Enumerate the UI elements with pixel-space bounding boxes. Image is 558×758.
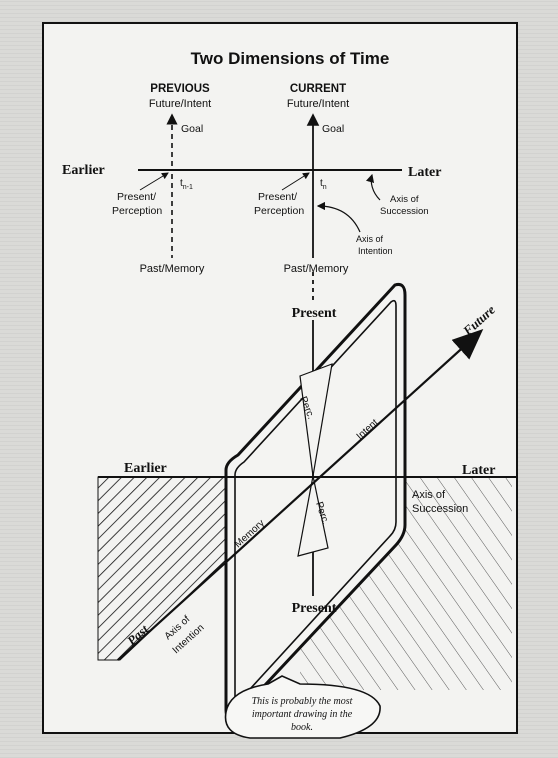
present-top-label: Present bbox=[292, 306, 337, 321]
upper-axis-intention-line2: Intention bbox=[358, 246, 393, 256]
previous-past-label: Past/Memory bbox=[140, 263, 205, 275]
current-future-label: Future/Intent bbox=[287, 98, 349, 110]
present-bottom-label: Present bbox=[292, 601, 337, 616]
upper-intention-pointer bbox=[316, 201, 361, 233]
previous-t-label: tn-1 bbox=[180, 178, 193, 191]
upper-later-label: Later bbox=[408, 165, 441, 180]
lower-axis-succession-line2: Succession bbox=[412, 503, 468, 515]
intention-axis-arrow bbox=[117, 329, 484, 661]
upper-axis-succession-line1: Axis of bbox=[390, 194, 419, 205]
note-line2: important drawing in the bbox=[252, 709, 353, 720]
current-header: CURRENT bbox=[290, 83, 346, 95]
note-bubble bbox=[224, 675, 381, 739]
current-goal-label: Goal bbox=[322, 123, 344, 135]
note-line3: book. bbox=[291, 722, 313, 733]
previous-perception-label: Perception bbox=[112, 205, 162, 217]
perception-cone-lower bbox=[297, 475, 329, 557]
upper-succession-pointer bbox=[365, 173, 381, 201]
present-plane-inner bbox=[234, 299, 397, 703]
previous-future-label: Future/Intent bbox=[149, 98, 211, 110]
previous-present-pointer bbox=[139, 172, 169, 191]
current-present-pointer bbox=[281, 172, 310, 191]
lower-earlier-label: Earlier bbox=[124, 461, 167, 476]
upper-axis-intention-line1: Axis of bbox=[356, 234, 384, 244]
perception-cone-upper bbox=[299, 363, 333, 477]
note-line1: This is probably the most bbox=[252, 696, 353, 707]
previous-goal-label: Goal bbox=[181, 123, 203, 135]
current-t-label: tn bbox=[320, 178, 327, 191]
current-present-label: Present/ bbox=[258, 191, 297, 203]
lower-later-label: Later bbox=[462, 463, 495, 478]
figure-title: Two Dimensions of Time bbox=[191, 49, 390, 68]
previous-present-label: Present/ bbox=[117, 191, 156, 203]
upper-axis-succession-line2: Succession bbox=[380, 206, 429, 217]
upper-earlier-label: Earlier bbox=[62, 163, 105, 178]
current-perception-label: Perception bbox=[254, 205, 304, 217]
current-past-label: Past/Memory bbox=[284, 263, 349, 275]
lower-axis-succession-line1: Axis of bbox=[412, 489, 446, 501]
previous-header: PREVIOUS bbox=[150, 83, 210, 95]
